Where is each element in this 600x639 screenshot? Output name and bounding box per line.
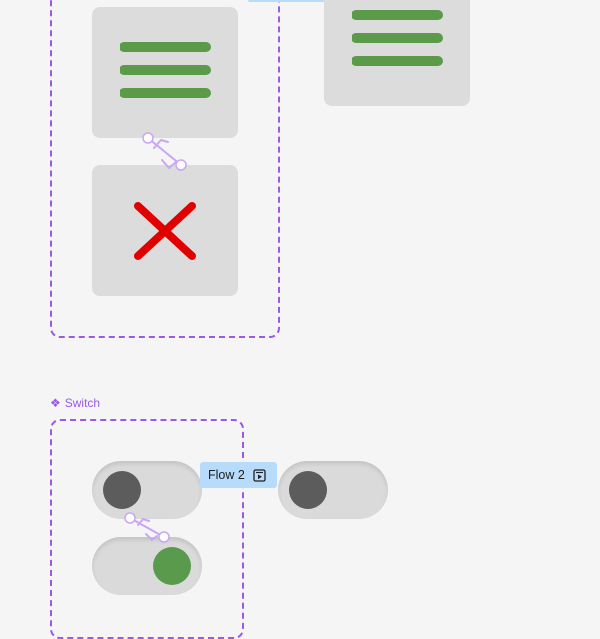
prototype-connector-switch[interactable] bbox=[122, 510, 172, 544]
flow-2-tag[interactable]: Flow 2 bbox=[200, 462, 277, 488]
hamburger-menu-icon bbox=[120, 42, 211, 98]
switch-variant-off[interactable] bbox=[92, 461, 202, 519]
switch-label-text: Switch bbox=[64, 396, 101, 410]
menu-instance-hamburger[interactable] bbox=[324, 0, 470, 106]
switch-instance-off[interactable] bbox=[278, 461, 388, 519]
switch-knob-off bbox=[289, 471, 327, 509]
switch-knob-off bbox=[103, 471, 141, 509]
flow-start-icon[interactable] bbox=[253, 468, 266, 482]
flow-label: Flow 2 bbox=[208, 468, 245, 482]
hamburger-menu-icon bbox=[352, 10, 443, 66]
close-x-icon bbox=[134, 202, 196, 260]
menu-component-set-frame[interactable] bbox=[50, 0, 280, 338]
flow-start-label-partial[interactable] bbox=[248, 0, 328, 2]
menu-variant-hamburger[interactable] bbox=[92, 7, 238, 138]
switch-variant-on[interactable] bbox=[92, 537, 202, 595]
switch-knob-on bbox=[153, 547, 191, 585]
component-set-icon: ❖ bbox=[50, 396, 61, 410]
switch-component-label[interactable]: ❖ Switch bbox=[50, 396, 100, 410]
prototype-connector-menu[interactable] bbox=[140, 130, 190, 172]
menu-variant-close[interactable] bbox=[92, 165, 238, 296]
